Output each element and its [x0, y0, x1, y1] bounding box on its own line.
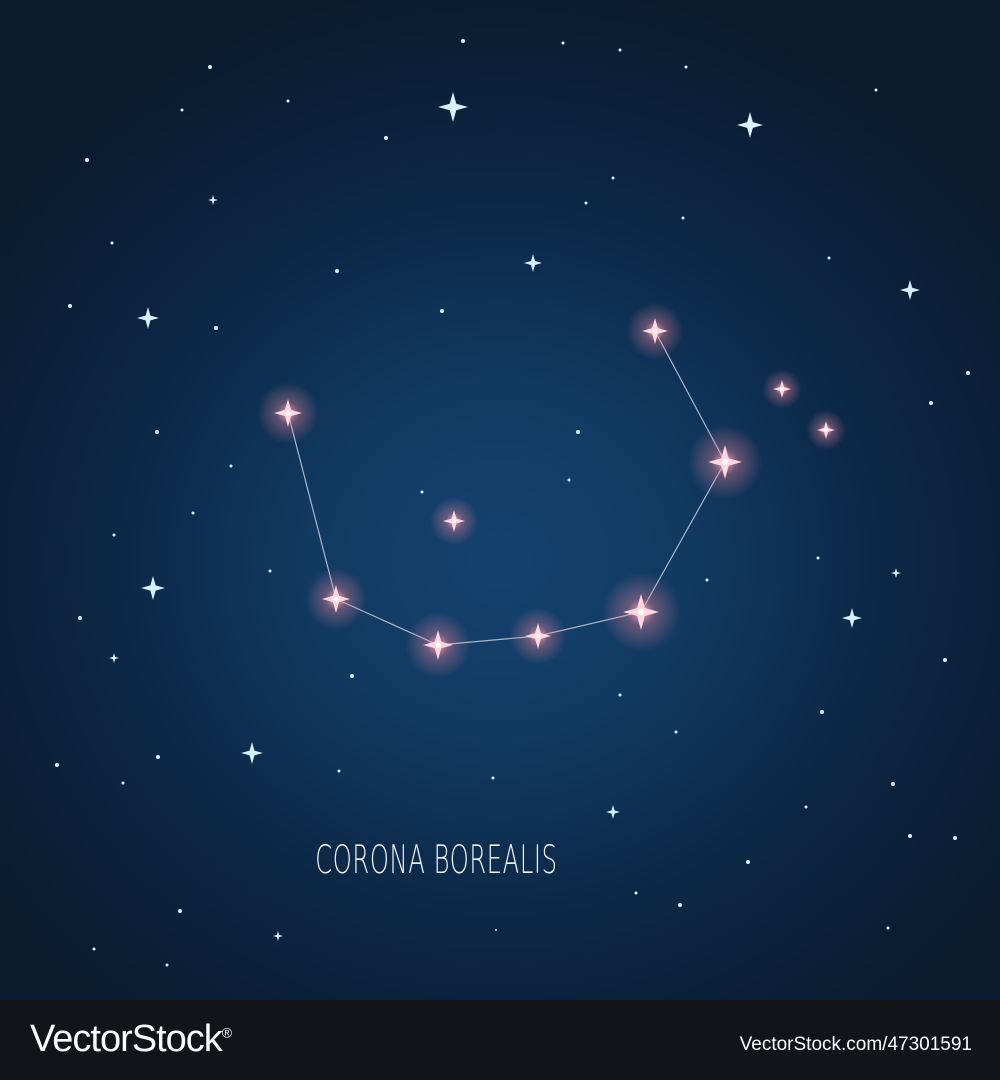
star-core: [333, 596, 339, 602]
background-dot-star: [121, 781, 125, 785]
background-dot-star: [420, 490, 424, 494]
background-dot-star: [886, 926, 890, 930]
background-dot-star: [634, 891, 638, 895]
star-core: [435, 642, 441, 648]
background-sparkle-star: [241, 742, 263, 764]
background-dot-star: [337, 769, 341, 773]
background-dot-star: [155, 430, 159, 434]
background-sparkle-star: [208, 195, 218, 205]
star-core: [824, 428, 828, 432]
background-dot-star: [92, 947, 96, 951]
background-dot-star: [112, 533, 116, 537]
background-dot-star: [804, 805, 808, 809]
background-dot-star: [611, 176, 615, 180]
background-sparkle-star: [606, 805, 620, 819]
background-sparkle-star: [438, 92, 468, 122]
star-core: [652, 328, 658, 334]
background-dot-star: [746, 860, 750, 864]
background-dot-star: [678, 903, 682, 907]
background-dot-star: [156, 755, 160, 759]
background-sparkle-star: [141, 576, 165, 600]
background-dot-star: [827, 256, 831, 260]
background-dot-star: [966, 371, 970, 375]
background-dot-star: [576, 430, 580, 434]
background-dot-star: [495, 929, 497, 931]
background-dot-star: [55, 763, 59, 767]
background-dot-star: [178, 909, 182, 913]
background-dot-star: [268, 569, 272, 573]
star-core: [535, 633, 541, 639]
background-dot-star: [229, 464, 233, 468]
background-dot-star: [891, 782, 895, 786]
star-core: [637, 608, 645, 616]
background-dot-star: [908, 834, 912, 838]
background-dot-star: [208, 65, 212, 69]
background-dot-star: [180, 108, 184, 112]
brand-logo: VectorStock®: [30, 1018, 232, 1061]
background-dot-star: [684, 65, 688, 69]
background-dot-star: [491, 776, 495, 780]
night-sky-illustration: CORONA BOREALIS: [0, 0, 1000, 1000]
background-dot-star: [943, 658, 947, 662]
background-dot-star: [350, 674, 354, 678]
background-dot-star: [618, 693, 622, 697]
background-dot-star: [440, 309, 444, 313]
background-dot-star: [953, 836, 957, 840]
star-core: [780, 387, 784, 391]
background-dot-star: [874, 88, 878, 92]
background-dot-star: [68, 304, 72, 308]
background-sparkle-star: [900, 280, 920, 300]
background-sparkle-star: [842, 608, 862, 628]
background-sparkle-star: [737, 112, 763, 138]
background-dot-star: [214, 326, 218, 330]
stock-id: VectorStock.com/47301591: [739, 1034, 972, 1055]
brand-name: VectorStock: [30, 1018, 223, 1060]
background-sparkle-star: [273, 931, 283, 941]
background-dot-star: [567, 478, 571, 482]
star-core: [285, 410, 291, 416]
registered-mark: ®: [221, 1024, 233, 1041]
background-dot-star: [461, 39, 465, 43]
constellation-stars: [257, 302, 846, 678]
background-dot-star: [705, 578, 709, 582]
footer-bar: VectorStock® VectorStock.com/47301591: [0, 1000, 1000, 1080]
background-dot-star: [820, 710, 824, 714]
background-dot-star: [78, 616, 82, 620]
background-dot-star: [191, 511, 195, 515]
background-sparkle-star: [137, 307, 159, 329]
background-stars: [55, 39, 970, 967]
constellation-name: CORONA BOREALIS: [315, 838, 558, 883]
background-dot-star: [165, 963, 169, 967]
background-dot-star: [561, 41, 565, 45]
background-dot-star: [584, 201, 588, 205]
background-sparkle-star: [891, 568, 901, 578]
background-dot-star: [929, 401, 933, 405]
background-dot-star: [618, 48, 622, 52]
background-dot-star: [110, 241, 114, 245]
background-dot-star: [674, 730, 678, 734]
constellation-title: CORONA BOREALIS: [0, 838, 1000, 883]
star-core: [721, 458, 729, 466]
background-dot-star: [681, 216, 685, 220]
background-sparkle-star: [109, 653, 119, 663]
background-dot-star: [85, 158, 89, 162]
star-field: [55, 39, 970, 967]
background-dot-star: [384, 136, 388, 140]
background-dot-star: [335, 269, 339, 273]
background-sparkle-star: [524, 254, 542, 272]
background-dot-star: [286, 99, 290, 103]
background-dot-star: [816, 556, 820, 560]
star-core: [452, 519, 456, 523]
